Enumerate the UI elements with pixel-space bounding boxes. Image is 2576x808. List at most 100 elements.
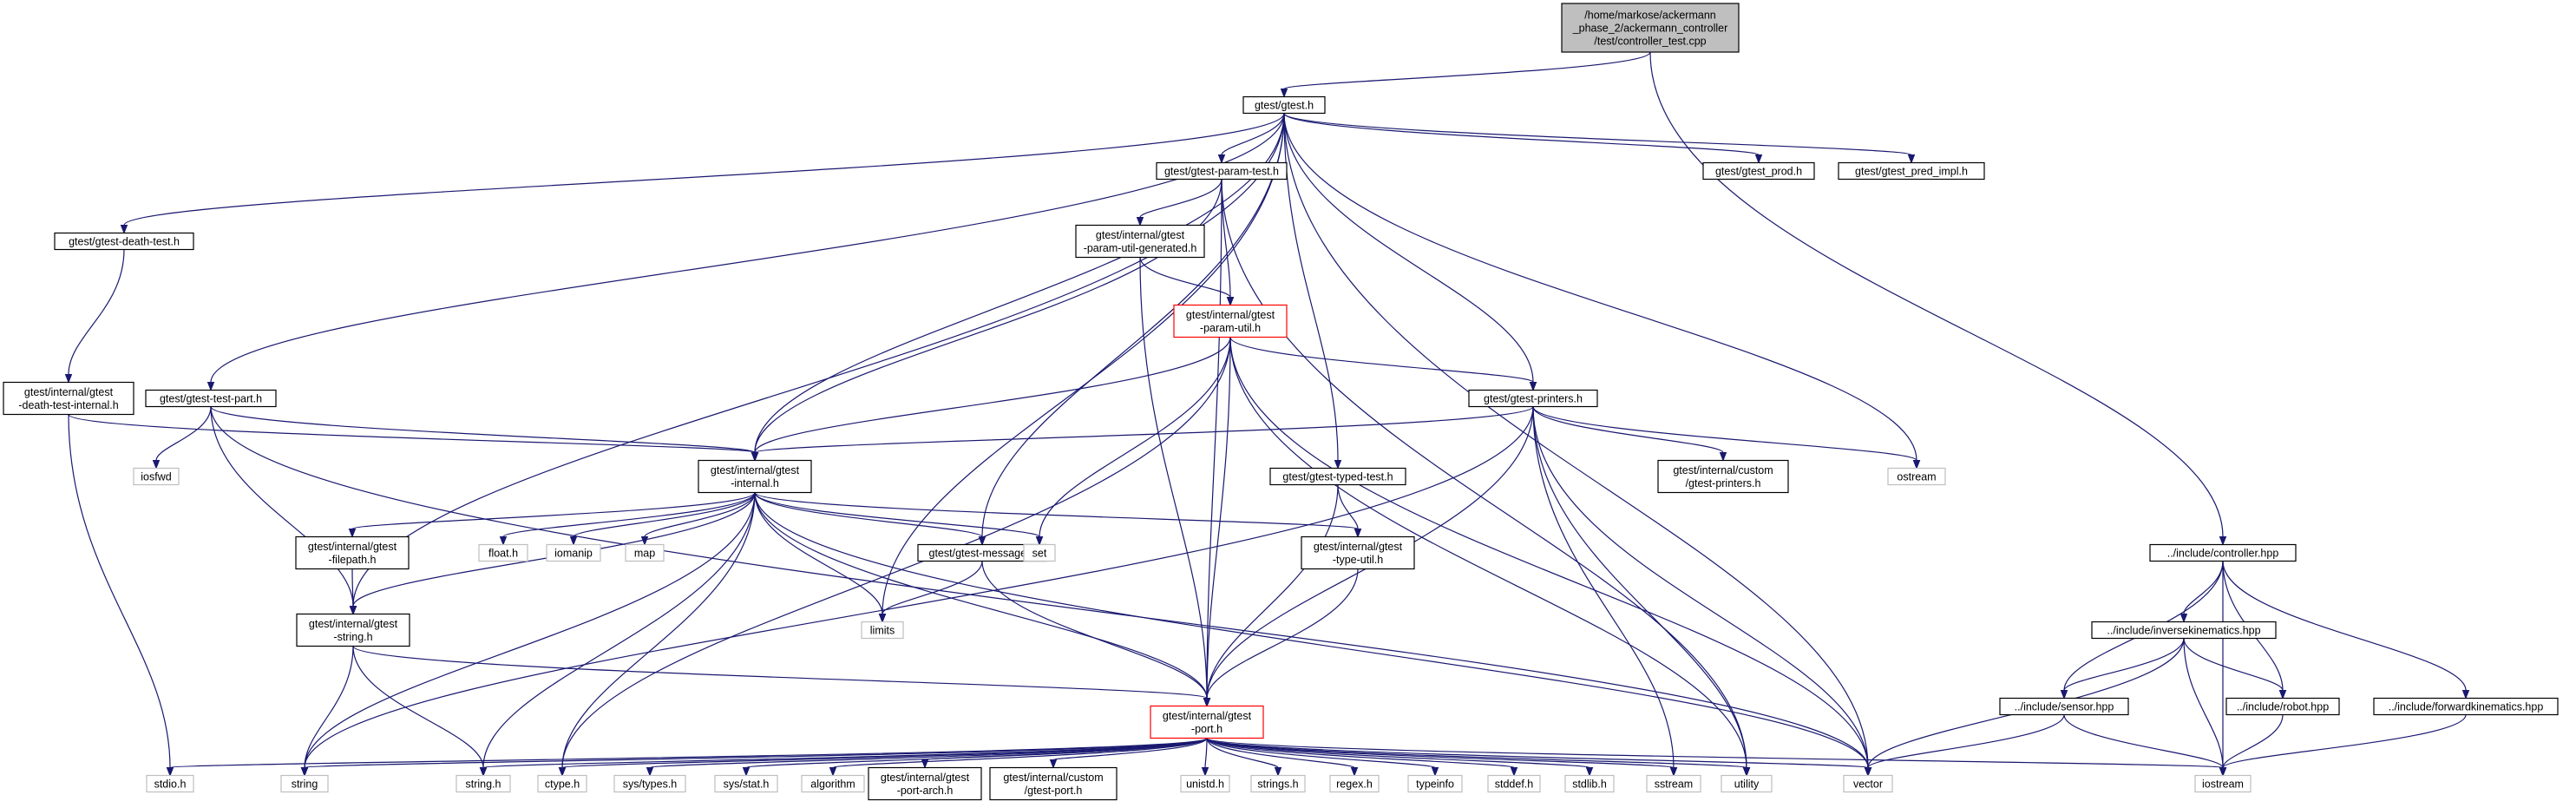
arrowhead: [646, 767, 654, 777]
arrowhead: [349, 606, 357, 615]
edge-line: [1283, 113, 1869, 768]
arrowhead: [1226, 297, 1235, 306]
edge-gstring-to-string-h: [352, 646, 488, 777]
node-label: -port.h: [1191, 723, 1222, 735]
node-test-part[interactable]: gtest/gtest-test-part.h: [145, 389, 277, 408]
node-param-util-gen[interactable]: gtest/internal/gtest-param-util-generate…: [1075, 224, 1205, 259]
edge-line: [304, 646, 354, 768]
node-death-test[interactable]: gtest/gtest-death-test.h: [54, 232, 194, 251]
edge-port-to-sstream: [1206, 737, 1678, 777]
arrowhead: [1742, 767, 1751, 777]
edge-line: [2063, 638, 2185, 691]
node-root[interactable]: /home/markose/ackermann_phase_2/ackerman…: [1561, 3, 1740, 53]
node-box: [1150, 705, 1264, 739]
node-gtest-prod[interactable]: gtest/gtest_prod.h: [1702, 161, 1815, 181]
node-label: ctype.h: [545, 778, 580, 791]
edge-line: [304, 492, 756, 768]
node-type-util[interactable]: gtest/internal/gtest-type-util.h: [1301, 535, 1415, 570]
edge-line: [1337, 484, 1359, 529]
edge-printers-to-sstream: [1532, 406, 1678, 777]
edge-line: [1283, 113, 1339, 461]
node-sys-stat: sys/stat.h: [714, 774, 778, 793]
node-pred-impl[interactable]: gtest/gtest_pred_impl.h: [1838, 161, 1985, 181]
nodes-layer: /home/markose/ackermann_phase_2/ackerman…: [3, 3, 2559, 801]
node-forward[interactable]: ../include/forwardkinematics.hpp: [2373, 697, 2559, 716]
node-label: ../include/inversekinematics.hpp: [2107, 625, 2260, 637]
node-box: [1156, 161, 1288, 181]
edge-line: [1283, 112, 1912, 156]
arrowhead: [1217, 154, 1226, 164]
node-param-test[interactable]: gtest/gtest-param-test.h: [1156, 161, 1288, 181]
edge-inverse-to-robot: [2183, 638, 2287, 700]
edge-controller-to-forward: [2222, 561, 2470, 700]
edge-port-to-stddef: [1206, 737, 1518, 777]
node-controller[interactable]: ../include/controller.hpp: [2149, 543, 2297, 562]
node-printers[interactable]: gtest/gtest-printers.h: [1468, 389, 1598, 408]
node-gstring[interactable]: gtest/internal/gtest-string.h: [296, 613, 410, 647]
node-label: gtest/gtest-printers.h: [1484, 393, 1583, 405]
edge-printers-to-internal: [751, 405, 1534, 462]
node-label: set: [1032, 548, 1047, 560]
edge-port-to-stdio: [166, 737, 1208, 777]
node-internal[interactable]: gtest/internal/gtest-internal.h: [698, 459, 812, 494]
edge-line: [561, 337, 1231, 768]
node-label: string: [292, 778, 318, 791]
node-box: [714, 774, 778, 793]
edge-line: [561, 492, 756, 768]
node-inverse[interactable]: ../include/inversekinematics.hpp: [2091, 621, 2277, 640]
node-box: [1023, 543, 1056, 562]
node-limits: limits: [861, 621, 904, 640]
node-label: /gtest-printers.h: [1686, 477, 1761, 489]
node-label: gtest/gtest.h: [1255, 100, 1314, 112]
node-label: -param-util.h: [1200, 322, 1261, 334]
node-label: ostream: [1897, 471, 1936, 483]
node-box: [537, 774, 587, 793]
node-box: [861, 621, 904, 640]
node-robot[interactable]: ../include/robot.hpp: [2225, 697, 2340, 716]
edge-line: [1221, 179, 1231, 298]
node-port[interactable]: gtest/internal/gtest-port.h: [1150, 705, 1264, 739]
node-label: gtest/internal/gtest: [711, 464, 800, 476]
edge-line: [2183, 638, 2284, 691]
node-port-arch[interactable]: gtest/internal/gtest-port-arch.h: [868, 766, 982, 801]
node-custom-port[interactable]: gtest/internal/custom/gtest-port.h: [989, 766, 1118, 801]
node-stdlib: stdlib.h: [1564, 774, 1615, 793]
node-label: sys/types.h: [623, 778, 678, 791]
node-label: ../include/controller.hpp: [2167, 548, 2279, 560]
edge-internal-to-filepath: [348, 491, 756, 538]
edge-line: [1206, 337, 1231, 699]
node-box: [296, 613, 410, 647]
node-box: [2225, 697, 2340, 716]
node-label: ../include/forwardkinematics.hpp: [2389, 701, 2544, 713]
node-label: ../include/robot.hpp: [2237, 701, 2329, 713]
node-custom-printers[interactable]: gtest/internal/custom/gtest-printers.h: [1657, 459, 1789, 494]
node-strings: strings.h: [1250, 774, 1306, 793]
edge-line: [1532, 406, 1747, 768]
edge-typed-test-to-port: [1203, 484, 1339, 707]
edge-line: [1139, 179, 1222, 219]
edge-line: [123, 113, 1285, 226]
edge-root-to-gtest: [1280, 51, 1651, 98]
edge-line: [1206, 738, 1279, 769]
node-message[interactable]: gtest/gtest-message.h: [917, 543, 1047, 562]
node-gtest[interactable]: gtest/gtest.h: [1242, 95, 1326, 115]
edge-line: [1221, 179, 1747, 768]
node-label: -death-test-internal.h: [18, 399, 118, 411]
edge-line: [573, 492, 756, 538]
node-filepath[interactable]: gtest/internal/gtest-filepath.h: [295, 535, 410, 570]
node-typed-test[interactable]: gtest/gtest-typed-test.h: [1269, 467, 1406, 486]
node-death-internal[interactable]: gtest/internal/gtest-death-test-internal…: [3, 381, 134, 416]
edge-test-part-to-iosfwd: [152, 406, 212, 470]
arrowhead: [2461, 690, 2470, 700]
edge-port-to-vector: [1206, 737, 1872, 777]
node-label: gtest/internal/gtest: [1096, 229, 1185, 241]
edge-param-test-to-internal: [751, 179, 1222, 462]
edge-line: [1204, 738, 1208, 768]
node-label: stddef.h: [1495, 778, 1534, 791]
edge-internal-to-type-util: [754, 491, 1362, 538]
node-map: map: [625, 543, 665, 562]
edge-printers-to-custom-printers: [1532, 406, 1727, 462]
node-sensor[interactable]: ../include/sensor.hpp: [1999, 697, 2129, 716]
edge-line: [1206, 737, 1869, 769]
node-param-util[interactable]: gtest/internal/gtest-param-util.h: [1173, 304, 1288, 338]
